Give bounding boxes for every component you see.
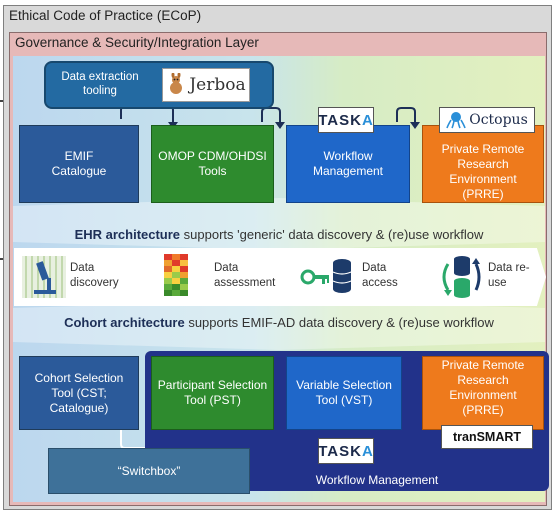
transmart-logo: tranSMART (441, 425, 533, 449)
workflow-management-label: Workflow Management (312, 149, 384, 178)
omop-to-workflow-arrow (261, 107, 281, 124)
key-database-icon (300, 259, 352, 293)
cst-label: Cohort Selection Tool (CST; Catalogue) (34, 370, 124, 415)
taska-wordmark-bottom: TASKA (318, 442, 374, 460)
emif-catalogue-box: EMIF Catalogue (19, 125, 139, 203)
step-data-discovery-label: Data discovery (70, 262, 119, 289)
cohort-band-text: supports EMIF-AD data discovery & (re)us… (184, 314, 494, 330)
vst-box: Variable Selection Tool (VST) (286, 356, 402, 430)
step-data-access-label: Data access (362, 262, 398, 289)
step-data-assessment-label: Data assessment (214, 262, 276, 289)
layer-title: Governance & Security/Integration Layer (15, 35, 259, 50)
pst-box: Participant Selection Tool (PST) (151, 356, 274, 430)
cohort-band: Cohort architecture supports EMIF-AD dat… (13, 312, 545, 332)
jerboa-icon (170, 73, 183, 94)
octopus-logo: Octopus (439, 107, 535, 133)
step-data-assessment: Data assessment (148, 248, 294, 306)
workflow-management-frame-label: Workflow Management (315, 473, 439, 487)
step-data-reuse: Data re-use (416, 248, 546, 306)
prre-box-bottom: Private Remote Research Environment (PRR… (422, 356, 544, 430)
cohort-band-bold: Cohort architecture (64, 314, 185, 330)
octopus-wordmark: Octopus (469, 112, 528, 128)
workflow-management-box: Workflow Management (286, 125, 410, 203)
taska-wordmark-top: TASKA (318, 111, 374, 129)
extraction-label: Data extraction tooling (61, 71, 139, 98)
switchbox: “Switchbox” (48, 448, 250, 494)
ehr-band-bold: EHR architecture (74, 226, 181, 242)
switchbox-label: “Switchbox” (117, 464, 181, 478)
microscope-icon (22, 256, 66, 298)
database-cycle-icon (442, 256, 481, 298)
workflow-to-prre-arrow (396, 107, 416, 124)
emif-catalogue-label: EMIF Catalogue (51, 149, 107, 178)
jerboa-logo: Jerboa (162, 68, 250, 102)
cst-box: Cohort Selection Tool (CST; Catalogue) (19, 356, 139, 430)
transmart-wordmark: tranSMART (452, 430, 522, 444)
prre-label-bottom: Private Remote Research Environment (PRR… (441, 358, 525, 417)
cohort-band-shape (13, 300, 545, 350)
octopus-icon (446, 112, 466, 129)
step-data-access: Data access (282, 248, 428, 306)
prre-label-top: Private Remote Research Environment (PRR… (441, 142, 525, 201)
step-data-reuse-label: Data re-use (488, 262, 530, 289)
prre-box-top: Private Remote Research Environment (PRR… (422, 125, 544, 203)
taska-logo-bottom: TASKA (318, 438, 374, 464)
ehr-band-text: supports 'generic' data discovery & (re)… (180, 226, 484, 242)
outer-title: Ethical Code of Practice (ECoP) (9, 8, 202, 23)
jerboa-wordmark: Jerboa (189, 75, 246, 95)
vst-label: Variable Selection Tool (VST) (296, 378, 392, 407)
taska-logo-top: TASKA (318, 107, 374, 133)
step-data-discovery: Data discovery (14, 248, 160, 306)
pst-label: Participant Selection Tool (PST) (157, 378, 268, 407)
omop-tools-label: OMOP CDM/OHDSI Tools (158, 149, 267, 178)
ehr-band: EHR architecture supports 'generic' data… (13, 224, 545, 244)
ehr-band-shape (13, 198, 545, 250)
omop-tools-box: OMOP CDM/OHDSI Tools (151, 125, 274, 203)
heatmap-icon (164, 254, 188, 296)
workflow-steps: Data discovery Data assessment Dat (14, 248, 546, 306)
